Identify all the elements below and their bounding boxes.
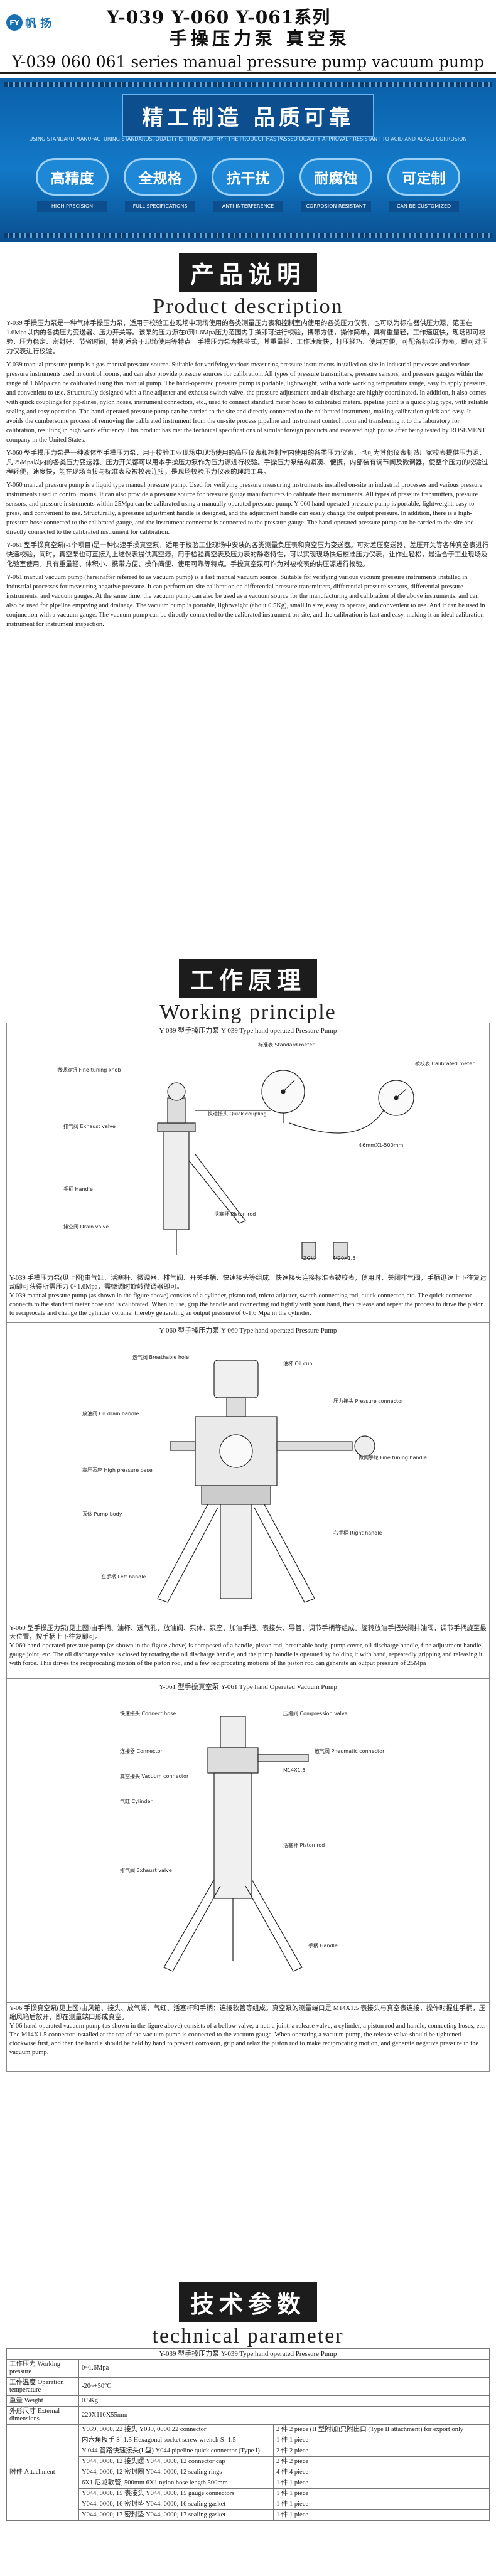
section-title-cn: 工作原理 <box>178 959 317 998</box>
label-m20: M20X1.5 <box>333 1255 356 1261</box>
table-row: Y044, 0000, 15 表接头 Y044, 0000, 15 gauge … <box>7 2488 490 2499</box>
label-high-pressure-base: 高压泵座 High pressure base <box>82 1467 153 1473</box>
table-row: Y-044 管路快速接头(I 型) Y044 pipeline quick co… <box>7 2446 490 2457</box>
section-header-principle: 工作原理 Working principle <box>0 954 496 1024</box>
label-zg: ZG¼ <box>303 1255 316 1261</box>
brand-emblem-icon: FY <box>6 14 23 31</box>
spec-table: Y-039 型手操压力泵 Y-039 Type hand operated Pr… <box>6 2348 490 2521</box>
brand-logo-text: 帆 扬 <box>25 17 52 30</box>
diagram-caption: Y-061 型手操真空泵 Y-061 Type hand Operated Va… <box>159 1683 337 1691</box>
section-title-en: technical parameter <box>152 2324 344 2348</box>
section-title-en: Product description <box>153 295 343 318</box>
diagram-y060: Y-060 型手操压力泵 Y-060 Type hand operated Pr… <box>6 1323 490 1622</box>
label-fine-tuning-knob: 微调旋钮 Fine-tuning knob <box>57 1067 121 1073</box>
label-pressure-connector: 压力接头 Pressure connector <box>333 1398 404 1404</box>
feature-banner: 精工制造 品质可靠 USING STANDARD MANUFACTURING S… <box>0 78 496 242</box>
title-models: Y-039 Y-060 Y-061系列 <box>107 7 331 28</box>
label-connect-hose: 快速接头 Connect hose <box>120 1711 176 1716</box>
label-oil-drain-handle: 放油阀 Oil drain handle <box>82 1411 139 1417</box>
label-m14: M14X1.5 <box>283 1767 306 1773</box>
d3-text-cn: Y-06 手操真空泵(见上图)由风箱、接头、放气阀、气缸、活塞杆和手柄；连接软管… <box>9 2005 486 2021</box>
brand-logo: FY 帆 扬 <box>6 14 82 31</box>
section-title-cn: 产品说明 <box>178 253 317 292</box>
desc-p3-en: Y-061 manual vacuum pump (hereinafter re… <box>6 574 485 628</box>
label-handle: 手柄 Handle <box>63 1186 93 1192</box>
label-cylinder: 气缸 Cylinder <box>120 1799 153 1804</box>
label-standard-meter: 标准表 Standard meter <box>258 1042 315 1048</box>
banner-bottom-strip <box>4 233 492 238</box>
label-connector: 连接器 Connector <box>120 1748 163 1754</box>
table-row: Y044, 0000, 12 密封圈 Y044, 0000, 12 sealin… <box>7 2467 490 2478</box>
title-cn: 手操压力泵 真空泵 <box>170 28 350 49</box>
table-row: 6X1 尼龙软管, 500mm 6X1 nylon hose length 50… <box>7 2478 490 2489</box>
label-breathable-hole: 透气阀 Breathable hole <box>132 1355 189 1360</box>
diagram-y061-text: Y-06 手操真空泵(见上图)由风箱、接头、放气阀、气缸、活塞杆和手柄；连接软管… <box>6 2003 490 2072</box>
label-right-handle: 右手柄 Right handle <box>333 1530 382 1536</box>
desc-p1-cn: Y-039 手操压力泵是一种气体手操压力泵，适用于校验工业现场中现场使用的各类测… <box>6 320 488 355</box>
section-header-description: 产品说明 Product description <box>0 248 496 318</box>
label-exhaust-valve: 排气阀 Exhaust valve <box>63 1124 116 1129</box>
diagram-y060-text: Y-060 型手操压力泵(见上图)由手柄、油杯、透气孔、放油阀、泵体、泵座、加油… <box>6 1622 490 1679</box>
y060-pump-drawing <box>157 1360 375 1603</box>
diagram-y061: Y-061 型手操真空泵 Y-061 Type hand Operated Va… <box>6 1679 490 2003</box>
desc-p2-cn: Y-060 型手操压力泵是一种液体型手操压力泵，用于校验工业现场中现场使用的高压… <box>6 450 488 476</box>
label-fine-tuning-handle: 微调手轮 Fine tuning handle <box>359 1455 427 1461</box>
d2-text-en: Y-060 hand-operated pressure pump (as sh… <box>9 1642 483 1667</box>
label-pump-body: 泵体 Pump body <box>82 1511 122 1517</box>
label-handle: 手柄 Handle <box>308 1943 338 1949</box>
table-row: 内六角扳手 S=1.5 Hexagonal socket screw wrenc… <box>7 2435 490 2446</box>
label-hose-size: Φ6mmX1-500mm <box>359 1142 404 1148</box>
y061-pump-drawing <box>163 1716 309 1972</box>
diagram-caption: Y-060 型手操压力泵 Y-060 Type hand operated Pr… <box>159 1327 337 1334</box>
label-left-handle: 左手柄 Left handle <box>101 1574 146 1580</box>
table-caption-row: Y-039 型手操压力泵 Y-039 Type hand operated Pr… <box>6 2348 490 2360</box>
desc-p2-en: Y-060 manual pressure pump is a liquid t… <box>6 482 483 536</box>
banner-top-strip <box>4 82 492 87</box>
label-piston-rod: 活塞杆 Piston rod <box>214 1211 256 1217</box>
label-vacuum-connector: 真空接头 Vacuum connector <box>120 1774 189 1779</box>
banner-title: 精工制造 品质可靠 <box>122 94 374 137</box>
section-title-cn: 技术参数 <box>178 2282 317 2322</box>
diagram-caption: Y-039 型手操压力泵 Y-039 Type hand operated Pr… <box>159 1027 337 1035</box>
section-title-en: Working principle <box>159 1001 337 1024</box>
d3-text-en: Y-06 hand-operated vacuum pump (as shown… <box>9 2023 486 2056</box>
label-calibrated-meter: 被校表 Calibrated meter <box>415 1061 475 1067</box>
diagram-y039: Y-039 型手操压力泵 Y-039 Type hand operated Pr… <box>6 1023 490 1272</box>
table-row: Y044, 0000, 16 密封垫 Y044, 0000, 16 sealin… <box>7 2499 490 2510</box>
table-row: Y044, 0000, 17 密封垫 Y044, 0000, 17 sealin… <box>7 2509 490 2521</box>
table-row: Y044, 0000, 12 接头螺 Y044, 0000, 12 connec… <box>7 2456 490 2467</box>
title-en: Y-039 060 061 series manual pressure pum… <box>12 53 484 71</box>
label-oil-cup: 油杯 Oil cup <box>283 1361 313 1366</box>
label-quick-coupling: 快速接头 Quick coupling <box>208 1111 267 1117</box>
d2-text-cn: Y-060 型手操压力泵(见上图)由手柄、油杯、透气孔、放油阀、泵体、泵座、加油… <box>9 1625 487 1641</box>
table-row: 工作温度 Operation temperature-20~+50°C <box>6 2377 490 2396</box>
label-pneumatic-connector: 放气阀 Pneumatic connector <box>315 1748 385 1754</box>
label-drain-valve: 排空阀 Drain valve <box>63 1224 109 1230</box>
page-header: FY 帆 扬 Y-039 Y-060 Y-061系列 手操压力泵 真空泵 Y-0… <box>0 0 496 74</box>
d1-text-cn: Y-039 手操压力泵(见上图)由气缸、活塞杆、微调器、排气阀、开关手柄、快速接… <box>9 1275 487 1291</box>
label-compression-valve: 压缩阀 Compression valve <box>283 1711 348 1716</box>
y039-pump-drawing <box>157 1070 414 1259</box>
desc-p1-en: Y-039 manual pressure pump is a gas manu… <box>6 361 488 444</box>
desc-p3-cn: Y-061 型手操真空泵(-1个项目)是一种快速手操真空泵，适用于校验工业现场中… <box>6 542 489 568</box>
diagram-y039-text: Y-039 手操压力泵(见上图)由气缸、活塞杆、微调器、排气阀、开关手柄、快速接… <box>6 1272 490 1323</box>
banner-subtitle: USING STANDARD MANUFACTURING STANDARDS, … <box>29 136 467 142</box>
description-text: Y-039 手操压力泵是一种气体手操压力泵，适用于校验工业现场中现场使用的各类测… <box>6 319 490 633</box>
label-exhaust-valve: 排气阀 Exhaust valve <box>120 1868 172 1873</box>
d1-text-en: Y-039 manual pressure pump (as shown in … <box>9 1292 484 1317</box>
section-header-params: 技术参数 technical parameter <box>0 2277 496 2348</box>
label-piston-rod: 活塞杆 Piston rod <box>283 1843 325 1848</box>
